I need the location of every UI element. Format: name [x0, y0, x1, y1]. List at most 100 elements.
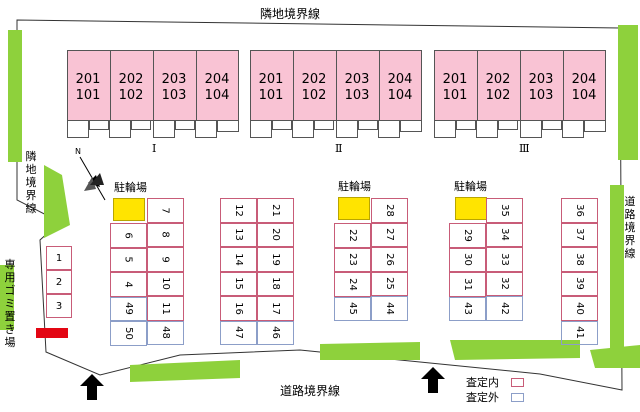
green-right-top	[618, 25, 638, 160]
unit-lower-number: 101	[442, 88, 468, 103]
parking-slot: 44	[371, 296, 408, 321]
unit-lower-number: 104	[571, 88, 597, 103]
building-step	[498, 120, 518, 130]
entrance-arrow-icon-1	[80, 374, 104, 400]
left-boundary-label: 隣地境界線	[25, 150, 37, 215]
parking-slot: 26	[371, 247, 408, 272]
parking-slot: 28	[371, 198, 408, 223]
parking-slot: 29	[449, 223, 486, 248]
parking-slot: 14	[220, 247, 257, 272]
unit-upper-number: 202	[485, 72, 511, 87]
building-step	[542, 120, 562, 130]
parking-slot: 11	[147, 296, 184, 321]
parking-slot: 27	[371, 222, 408, 247]
garbage-area-marker	[36, 328, 68, 338]
building-step	[250, 120, 272, 138]
unit-upper-number: 203	[161, 72, 187, 87]
green-bottom-2	[320, 342, 420, 360]
green-right-low	[590, 345, 640, 368]
building-step	[292, 120, 314, 138]
parking-slot: 49	[110, 296, 147, 321]
parking-slot: 25	[371, 271, 408, 296]
parking-slot: 32	[486, 271, 523, 296]
green-right-mid	[610, 185, 624, 350]
parking-slot: 8	[147, 222, 184, 247]
building-step	[109, 120, 131, 138]
parking-slot: 46	[257, 320, 294, 345]
unit-upper-number: 201	[258, 72, 284, 87]
legend-outside-label: 査定外	[466, 391, 499, 404]
legend-outside-swatch	[511, 393, 524, 402]
compass-icon: N	[75, 147, 106, 201]
parking-slot: 22	[334, 223, 371, 248]
parking-slot: 40	[561, 296, 598, 321]
unit-lower-number: 101	[258, 88, 284, 103]
unit-divider	[379, 50, 380, 121]
unit-lower-number: 101	[75, 88, 101, 103]
legend-inside-swatch	[511, 378, 524, 387]
unit-divider	[520, 50, 521, 121]
parking-slot: 4	[110, 272, 147, 297]
bike-label-1: 駐輪場	[114, 181, 147, 194]
parking-slot: 21	[257, 198, 294, 223]
parking-slot: 1	[46, 246, 72, 270]
building-step	[131, 120, 151, 130]
building-step	[314, 120, 334, 130]
parking-slot: 12	[220, 198, 257, 223]
building-step	[358, 120, 378, 130]
building-label: Ⅱ	[335, 142, 343, 155]
green-left-low	[0, 265, 14, 330]
unit-lower-number: 103	[161, 88, 187, 103]
parking-slot: 48	[147, 320, 184, 345]
unit-divider	[196, 50, 197, 121]
parking-slot: 15	[220, 271, 257, 296]
unit-lower-number: 102	[118, 88, 144, 103]
parking-slot: 10	[147, 271, 184, 296]
parking-slot: 17	[257, 296, 294, 321]
unit-upper-number: 204	[204, 72, 230, 87]
parking-slot: 50	[110, 321, 147, 346]
green-bottom-1	[130, 360, 240, 382]
green-left-top	[8, 30, 22, 162]
building-step	[89, 120, 109, 130]
building-step	[434, 120, 456, 138]
parking-slot: 41	[561, 320, 598, 345]
building-step	[584, 120, 606, 132]
building-label: Ⅲ	[519, 142, 530, 155]
parking-slot: 43	[449, 296, 486, 321]
parking-slot: 20	[257, 222, 294, 247]
parking-slot: 34	[486, 222, 523, 247]
building-step	[336, 120, 358, 138]
parking-slot: 30	[449, 247, 486, 272]
unit-upper-number: 204	[571, 72, 597, 87]
building-step	[217, 120, 239, 132]
unit-lower-number: 103	[344, 88, 370, 103]
building-step	[195, 120, 217, 138]
right-boundary-label: 道路境界線	[624, 195, 636, 260]
parking-slot: 13	[220, 222, 257, 247]
building-step	[378, 120, 400, 138]
building-step	[67, 120, 89, 138]
building-step	[456, 120, 476, 130]
unit-divider	[563, 50, 564, 121]
green-bottom-3	[450, 340, 580, 360]
parking-slot: 47	[220, 320, 257, 345]
parking-slot: 24	[334, 272, 371, 297]
bike-area-3	[455, 197, 487, 220]
unit-lower-number: 104	[204, 88, 230, 103]
unit-upper-number: 204	[387, 72, 413, 87]
unit-lower-number: 102	[301, 88, 327, 103]
building-step	[175, 120, 195, 130]
green-left-mid	[44, 165, 70, 238]
parking-slot: 45	[334, 296, 371, 321]
building-step	[400, 120, 422, 132]
building-label: Ⅰ	[152, 142, 157, 155]
bike-area-2	[338, 197, 370, 220]
unit-lower-number: 102	[485, 88, 511, 103]
unit-divider	[110, 50, 111, 121]
